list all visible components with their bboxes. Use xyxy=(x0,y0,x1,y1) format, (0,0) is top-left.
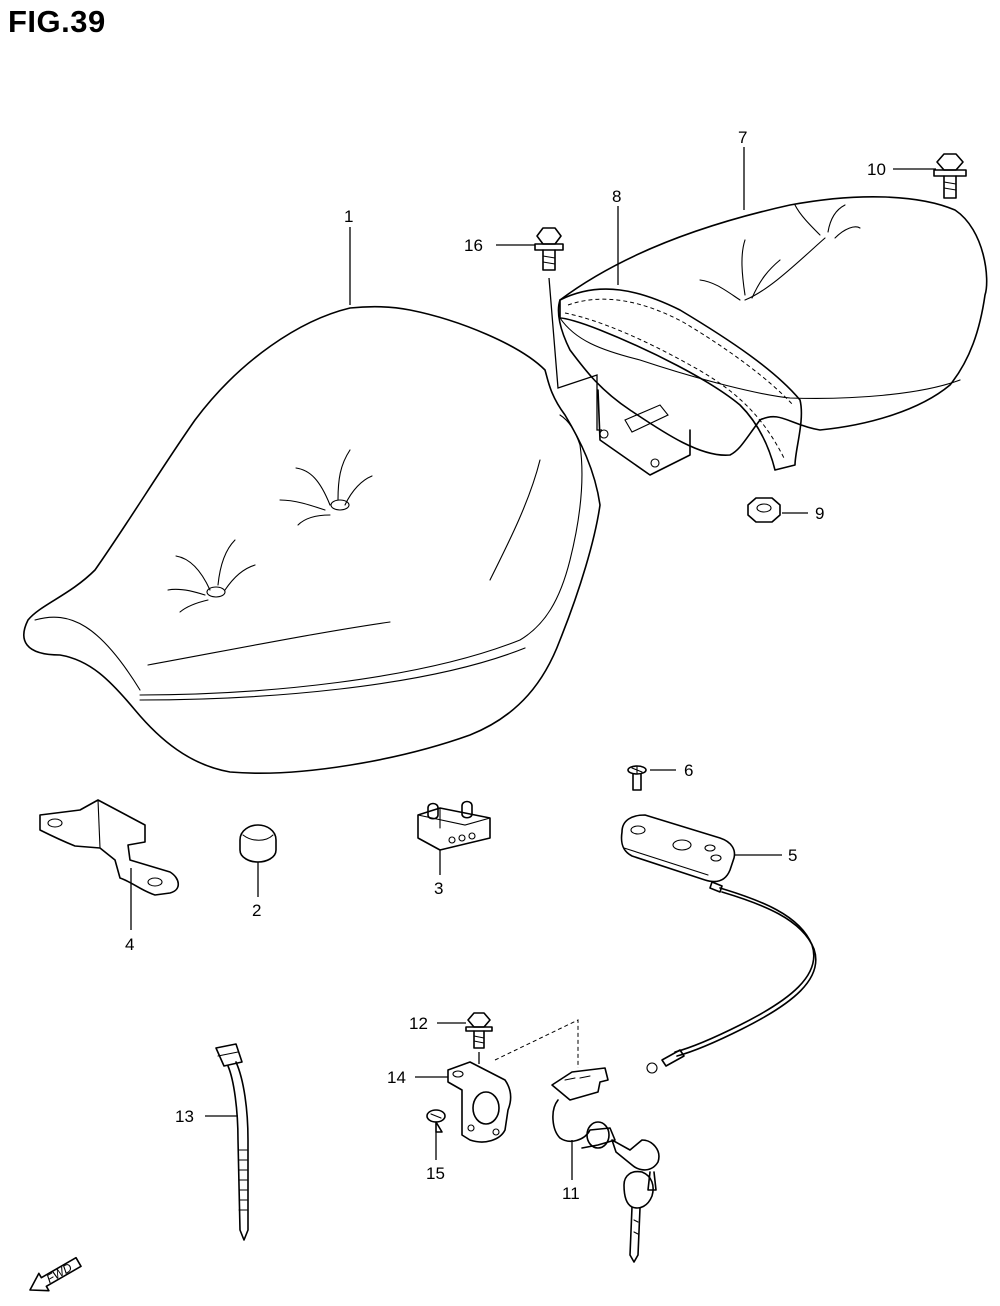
callout-6: 6 xyxy=(684,761,693,780)
cable-tie-13-drawing xyxy=(215,1043,249,1241)
callout-2: 2 xyxy=(252,901,261,920)
bolt-12-drawing xyxy=(465,1012,493,1064)
front-seat-drawing xyxy=(23,305,601,774)
callout-16: 16 xyxy=(464,236,483,255)
rubber-block-3-drawing xyxy=(417,800,491,851)
callout-14: 14 xyxy=(387,1068,406,1087)
callout-11: 11 xyxy=(562,1184,580,1203)
callout-1: 1 xyxy=(344,207,353,226)
lock-cylinder-11-drawing xyxy=(551,1067,660,1263)
callout-8: 8 xyxy=(612,187,621,206)
leader-lines xyxy=(130,147,936,1180)
fwd-label: FWD xyxy=(44,1260,75,1286)
callout-3: 3 xyxy=(434,879,443,898)
callout-15: 15 xyxy=(426,1164,445,1183)
lock-bracket-14-drawing xyxy=(447,1019,579,1143)
figure-title: FIG.39 xyxy=(8,4,106,39)
screw-15-drawing xyxy=(426,1109,446,1133)
cushion-2-drawing xyxy=(239,824,277,863)
bolt-10-drawing xyxy=(933,153,967,199)
callout-13: 13 xyxy=(175,1107,194,1126)
screw-6-drawing xyxy=(627,765,647,791)
callout-5: 5 xyxy=(788,846,797,865)
callout-10: 10 xyxy=(867,160,886,179)
callout-labels: 1 2 3 4 5 6 7 8 9 10 11 12 13 14 15 16 xyxy=(125,128,886,1203)
callout-9: 9 xyxy=(815,504,824,523)
bracket-4-drawing xyxy=(39,799,180,896)
lock-plate-5-drawing xyxy=(620,814,817,1074)
forward-arrow-icon: FWD xyxy=(29,1256,82,1292)
rear-seat-drawing xyxy=(557,195,988,476)
nut-9-drawing xyxy=(747,497,781,523)
callout-12: 12 xyxy=(409,1014,428,1033)
callout-7: 7 xyxy=(738,128,747,147)
callout-4: 4 xyxy=(125,935,134,954)
bolt-16-drawing xyxy=(534,227,602,431)
